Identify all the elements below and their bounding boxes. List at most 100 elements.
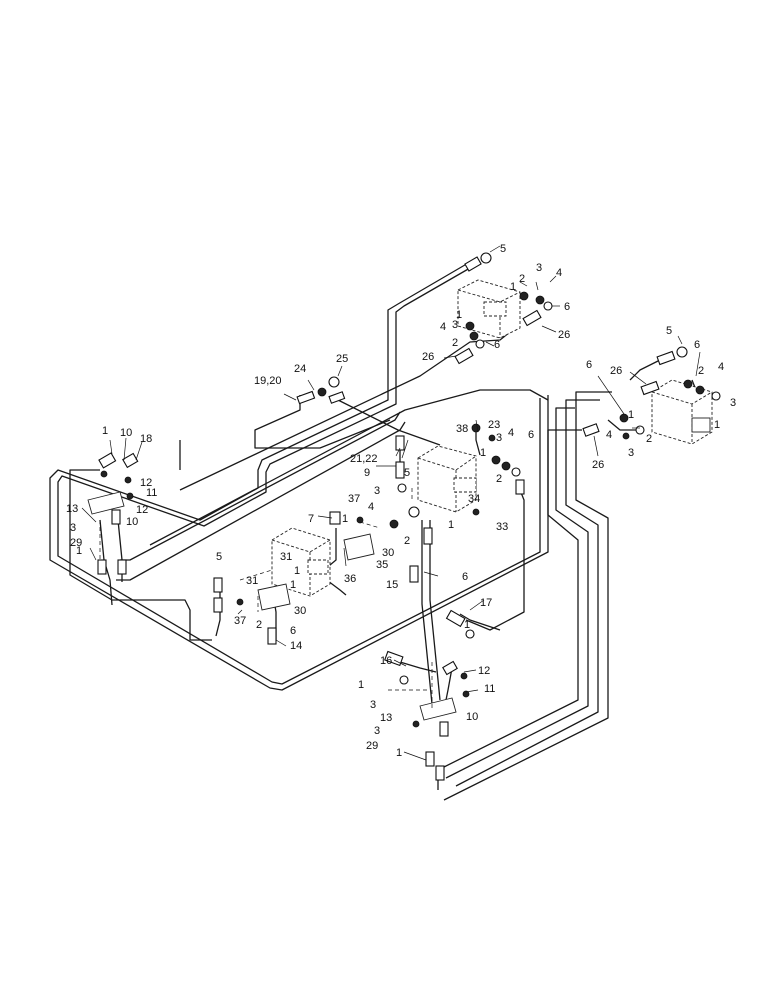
callout-10: 10 (120, 427, 132, 439)
callout-1: 1 (464, 619, 470, 631)
callout-26: 26 (592, 459, 604, 471)
callout-32: 31 (280, 551, 292, 563)
callout-4: 4 (368, 501, 374, 513)
callout-1: 1 (628, 409, 634, 421)
callout-1: 1 (480, 447, 486, 459)
callout-18: 18 (140, 433, 152, 445)
callout-31: 31 (246, 575, 258, 587)
callout-33: 33 (496, 521, 508, 533)
callout-3: 3 (370, 699, 376, 711)
callout-5: 6 (494, 339, 500, 351)
callout-25: 25 (336, 353, 348, 365)
assembly-reference-lines (99, 488, 433, 710)
callout-5: 6 (694, 339, 700, 351)
callout-labels: 5 2 3 4 1 6 26 4 3 1 2 6 26 25 24 19,20 … (66, 243, 736, 759)
callout-2: 2 (256, 619, 262, 631)
callout-12: 12 (136, 504, 148, 516)
callout-3: 3 (730, 397, 736, 409)
callout-1: 1 (396, 747, 402, 759)
callout-1: 1 (358, 679, 364, 691)
callout-13: 13 (66, 503, 78, 515)
callout-5: 6 (290, 625, 296, 637)
callout-9: 9 (364, 467, 370, 479)
callout-27: 26 (610, 365, 622, 377)
callout-14: 14 (290, 640, 302, 652)
callout-26: 26 (422, 351, 434, 363)
callout-1: 1 (448, 519, 454, 531)
callout-3: 3 (628, 447, 634, 459)
callout-13: 13 (380, 712, 392, 724)
callout-29: 29 (366, 740, 378, 752)
callout-19-20: 19,20 (254, 375, 282, 387)
callout-21-22: 21,22 (350, 453, 378, 465)
callout-29: 29 (70, 537, 82, 549)
callout-1: 1 (510, 281, 516, 293)
callout-1: 1 (294, 565, 300, 577)
callout-5: 6 (586, 359, 592, 371)
callout-34: 34 (468, 493, 480, 505)
callout-36: 36 (344, 573, 356, 585)
callout-4: 4 (718, 361, 724, 373)
callout-37: 37 (234, 615, 246, 627)
callout-16: 16 (380, 655, 392, 667)
callout-17: 17 (480, 597, 492, 609)
callout-6: 5 (666, 325, 672, 337)
callout-3: 3 (374, 485, 380, 497)
callout-24: 24 (294, 363, 306, 375)
callout-4: 4 (556, 267, 562, 279)
callout-37: 37 (348, 493, 360, 505)
callout-1: 1 (456, 309, 462, 321)
lower-manifold-plate (419, 697, 457, 721)
callout-3: 3 (496, 432, 502, 444)
callout-6: 5 (500, 243, 506, 255)
callout-3: 3 (452, 319, 458, 331)
callout-3: 3 (374, 725, 380, 737)
callout-15: 15 (386, 579, 398, 591)
callout-4: 4 (508, 427, 514, 439)
callout-5: 6 (564, 301, 570, 313)
right-cylinder-block (651, 379, 713, 445)
callout-7: 7 (308, 513, 314, 525)
callout-1: 1 (102, 425, 108, 437)
callout-23: 23 (488, 419, 500, 431)
callout-30: 30 (294, 605, 306, 617)
callout-1: 1 (342, 513, 348, 525)
callout-4: 4 (440, 321, 446, 333)
callout-2: 2 (452, 337, 458, 349)
callout-3: 3 (70, 522, 76, 534)
callout-1: 1 (76, 545, 82, 557)
lower-valve-manifold (257, 583, 291, 611)
lower-left-valve-block (271, 527, 331, 597)
callout-35: 35 (376, 559, 388, 571)
callout-5: 6 (462, 571, 468, 583)
callout-10: 10 (126, 516, 138, 528)
callout-6: 5 (404, 467, 410, 479)
callout-1: 1 (290, 579, 296, 591)
callout-2: 2 (698, 365, 704, 377)
manifold-plates (87, 491, 457, 721)
hose-routing (49, 261, 705, 801)
callout-2: 2 (646, 433, 652, 445)
callout-12: 12 (140, 477, 152, 489)
middle-valve-block (417, 445, 477, 513)
callout-11: 11 (146, 487, 157, 499)
callout-1: 1 (714, 419, 720, 431)
callout-10: 10 (466, 711, 478, 723)
callout-27: 26 (558, 329, 570, 341)
fittings (97, 252, 721, 781)
callout-11: 11 (484, 683, 495, 695)
callout-30: 30 (382, 547, 394, 559)
center-manifold-block (343, 533, 375, 561)
left-manifold-plate (87, 491, 125, 515)
callout-12: 12 (478, 665, 490, 677)
leader-lines (81, 245, 701, 761)
callout-2: 2 (404, 535, 410, 547)
callout-3: 3 (536, 262, 542, 274)
callout-6: 5 (216, 551, 222, 563)
callout-2: 2 (496, 473, 502, 485)
callout-4: 4 (606, 429, 612, 441)
callout-2: 2 (519, 273, 525, 285)
callout-38: 38 (456, 423, 468, 435)
callout-5: 6 (528, 429, 534, 441)
